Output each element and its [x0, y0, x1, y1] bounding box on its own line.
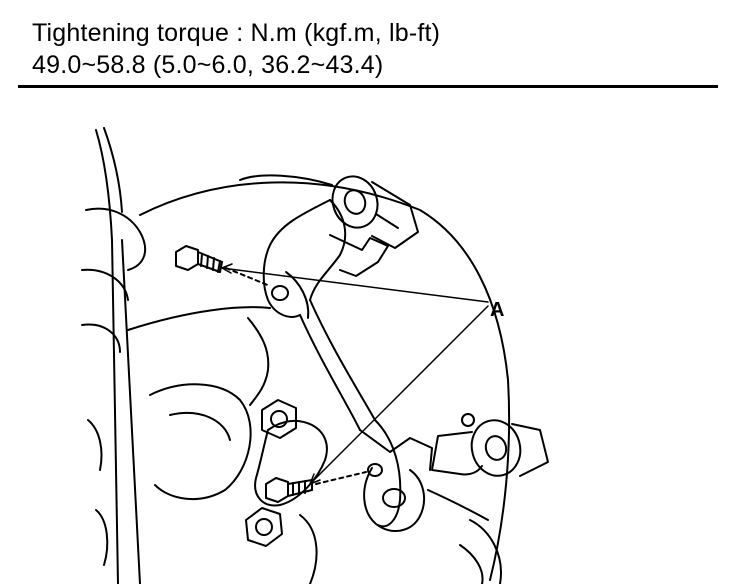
hub-nut-upper [261, 399, 297, 439]
upper-mounting-hole [271, 285, 289, 301]
torque-spec-values: 49.0~58.8 (5.0~6.0, 36.2~43.4) [32, 51, 384, 79]
caliper-bracket [247, 199, 433, 528]
mounting-holes [271, 285, 383, 477]
hub-nut-lower [245, 507, 283, 547]
steering-knuckle [81, 127, 147, 584]
hub-nuts [245, 399, 297, 547]
upper-guide-pin [239, 174, 419, 249]
bracket-lower-ear [363, 467, 489, 532]
lower-mounting-hole [367, 463, 383, 477]
lower-bolt-icon [265, 471, 367, 503]
lower-guide-pin [431, 413, 549, 477]
torque-spec-box: Tightening torque : N.m (kgf.m, lb-ft) 4… [18, 0, 718, 88]
leader-line-lower [309, 305, 489, 485]
torque-spec-heading: Tightening torque : N.m (kgf.m, lb-ft) [32, 19, 441, 47]
leader-line-upper [221, 267, 489, 303]
callout-leaders [221, 263, 489, 485]
brake-disc [127, 181, 511, 584]
upper-bolt-icon [175, 245, 271, 287]
callout-label-a: A [490, 299, 504, 321]
